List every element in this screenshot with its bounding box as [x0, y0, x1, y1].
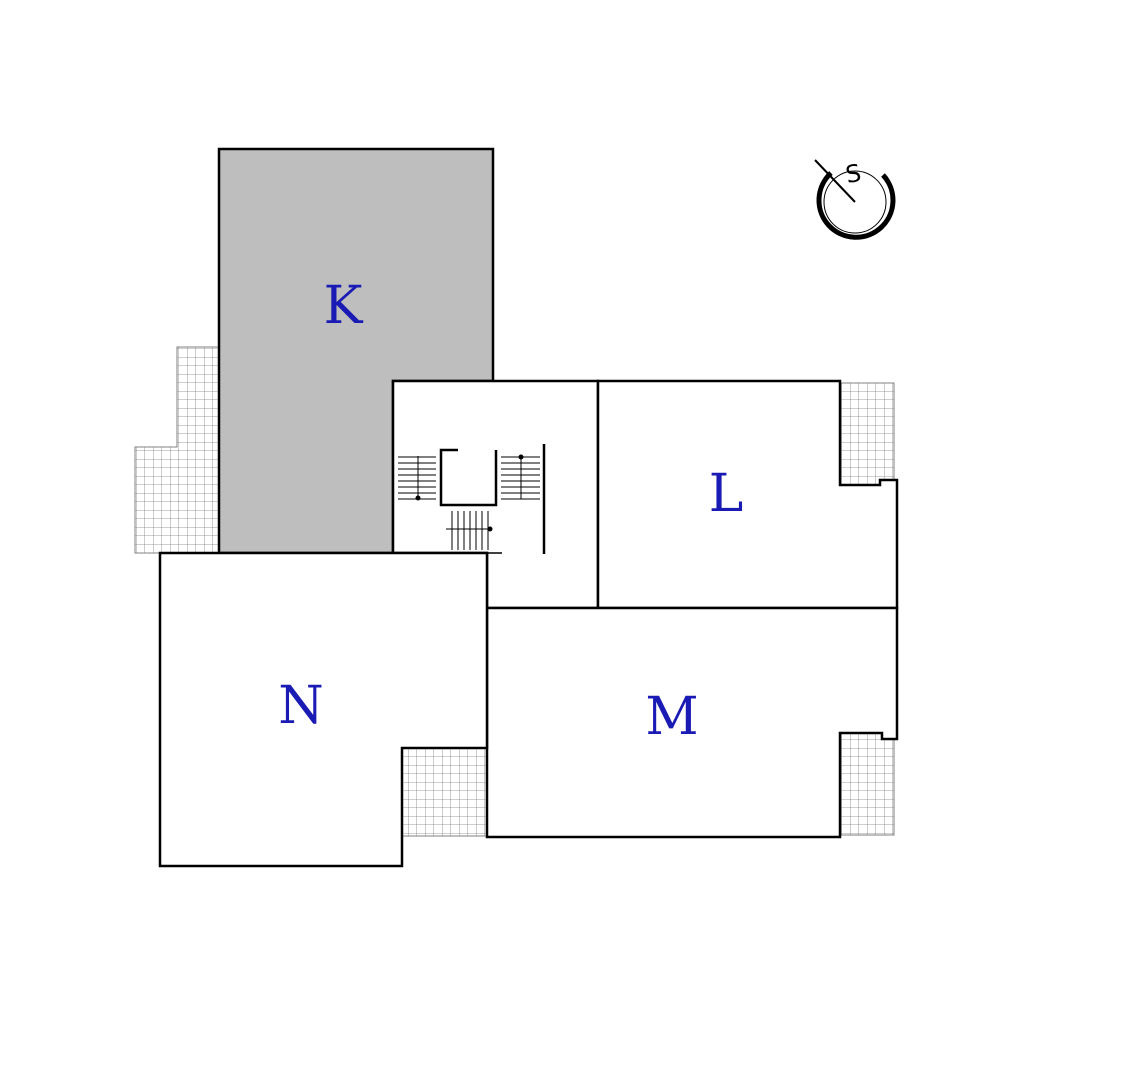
room-l-label: L [709, 464, 744, 524]
balcony-east-upper [839, 382, 895, 486]
balcony-east-lower [839, 732, 895, 836]
room-m[interactable] [485, 606, 899, 839]
balcony-west [134, 346, 220, 554]
room-n-label: N [278, 676, 324, 736]
compass-letter: S [843, 159, 863, 189]
balcony-south [401, 747, 488, 837]
room-k-label: K [324, 276, 364, 336]
staircase [398, 444, 546, 554]
room-m-label: M [645, 687, 698, 747]
compass-icon: S [814, 159, 896, 240]
